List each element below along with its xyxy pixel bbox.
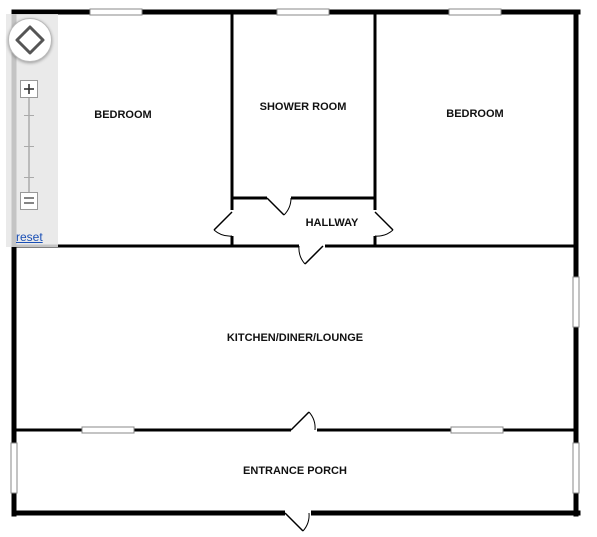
- room-label-porch: ENTRANCE PORCH: [243, 465, 347, 477]
- minus-icon: [24, 197, 34, 204]
- plus-icon: [24, 84, 34, 94]
- pan-control[interactable]: [8, 18, 52, 62]
- room-label-bedroom-left: BEDROOM: [94, 109, 151, 121]
- windows: [10, 8, 580, 494]
- zoom-out-button[interactable]: [20, 192, 38, 210]
- zoom-tick: [24, 146, 34, 147]
- window: [572, 276, 580, 328]
- pan-arrows-icon: [15, 25, 45, 55]
- zoom-tick: [24, 177, 34, 178]
- room-label-shower-room: SHOWER ROOM: [260, 101, 347, 113]
- room-label-kitchen: KITCHEN/DINER/LOUNGE: [227, 332, 363, 344]
- window: [10, 442, 18, 494]
- map-controls: reset: [6, 14, 58, 247]
- window: [276, 8, 330, 16]
- zoom-in-button[interactable]: [20, 80, 38, 98]
- room-label-bedroom-right: BEDROOM: [446, 108, 503, 120]
- outer-walls: [11, 9, 581, 517]
- window: [448, 8, 502, 16]
- window: [450, 426, 504, 434]
- reset-link[interactable]: reset: [16, 230, 43, 244]
- interior-walls: [12, 10, 578, 432]
- window: [81, 426, 135, 434]
- zoom-slider[interactable]: [28, 98, 30, 192]
- room-label-hallway: HALLWAY: [306, 217, 359, 229]
- window: [89, 8, 143, 16]
- window: [572, 442, 580, 494]
- zoom-tick: [24, 115, 34, 116]
- doors: [213, 195, 394, 532]
